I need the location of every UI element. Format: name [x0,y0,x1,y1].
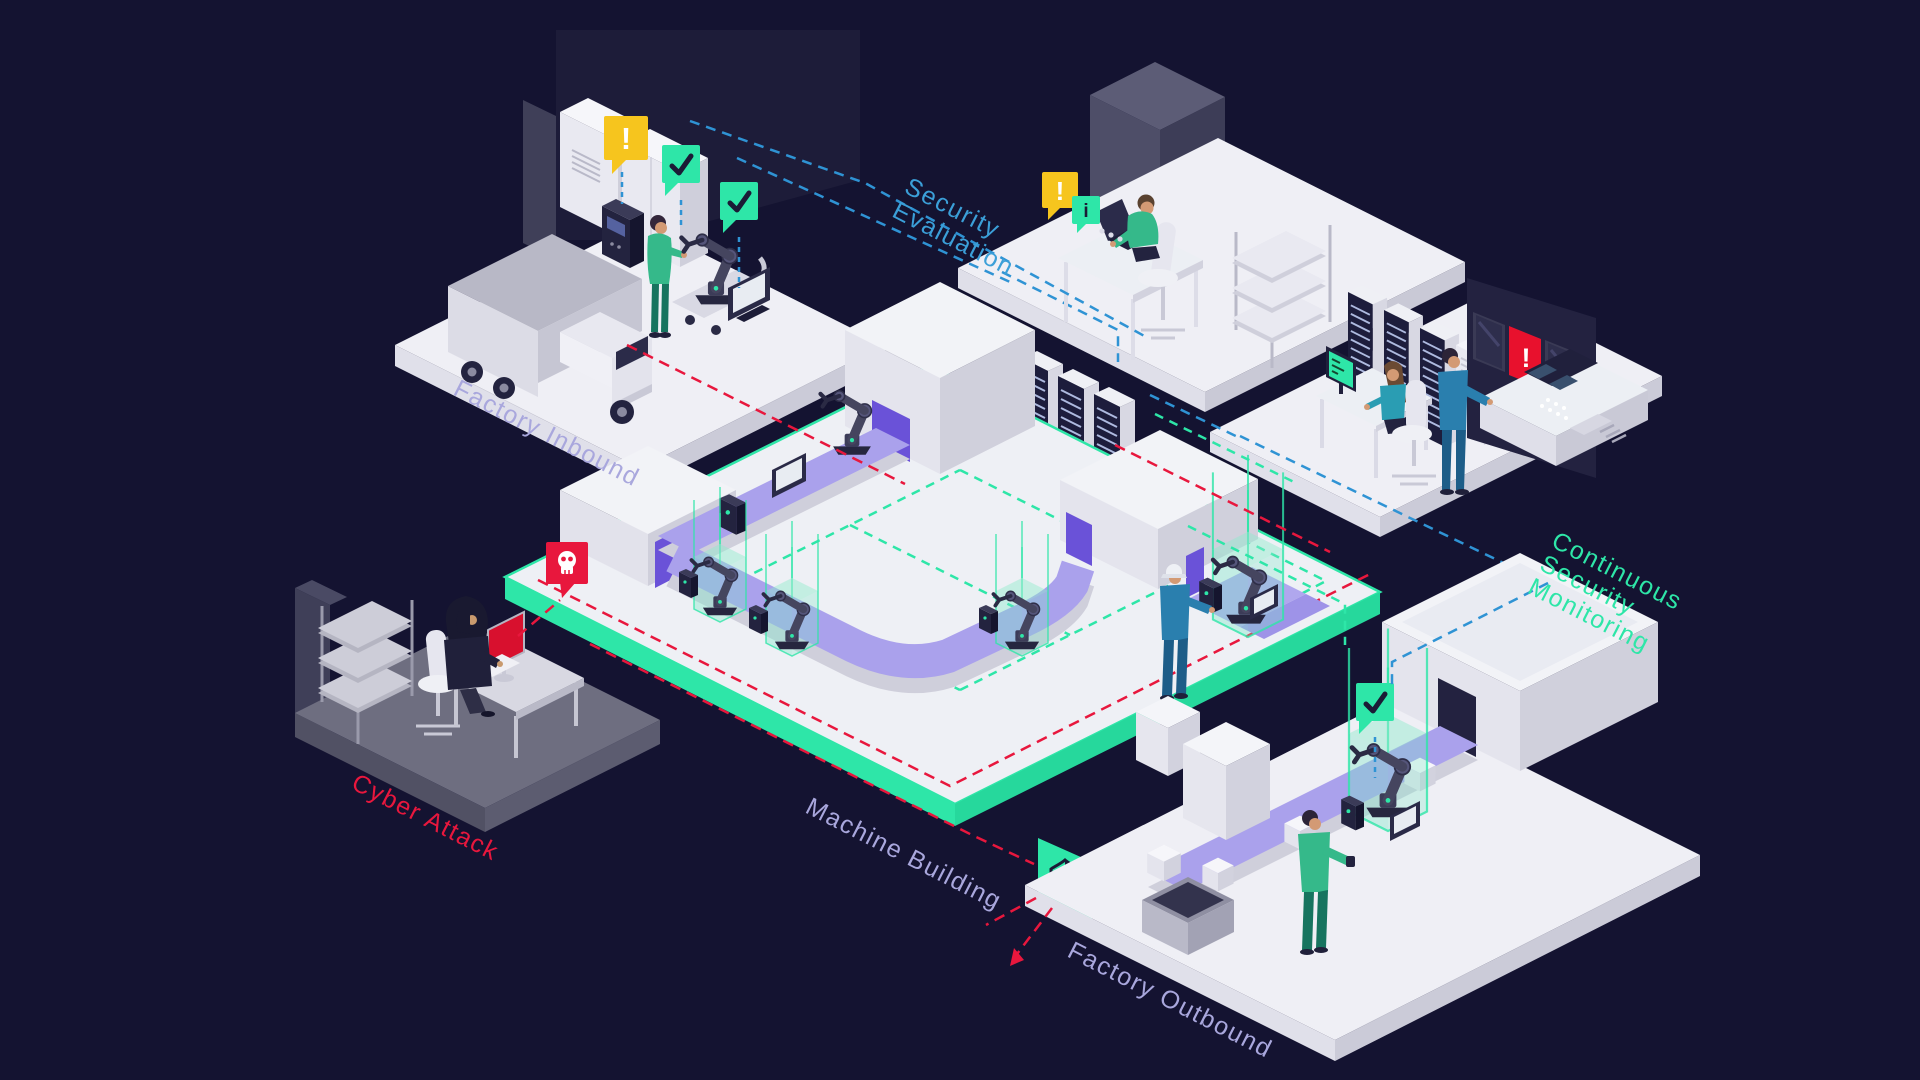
skull-badge-icon [546,542,588,598]
attack-line-monitor-to-skull [517,599,561,637]
connection-blue-inbound-to-evaluation [689,119,1149,340]
seated-operator [1364,361,1436,486]
scanner-kiosk [602,199,644,268]
wall-monitor [1473,312,1505,372]
delivery-truck [448,234,652,424]
desk-monitor-mint-screen [1326,346,1356,394]
connection-green-monitoring-feed [1154,412,1299,486]
outbound-robot-cell [1341,627,1429,841]
zone-security-evaluation: ! i [958,62,1465,412]
attack-line-junction [1114,443,1331,554]
doorway [1066,512,1092,566]
attack-line-deflect-short [985,896,1037,927]
attack-line-along-machine-edge [589,642,1035,866]
zone-continuous-security-monitoring: ! [1210,278,1662,585]
floor-monitor [728,267,770,322]
monitoring-floor-path [1239,434,1546,585]
machine-shop-building-left [560,446,736,588]
connection-blue-monitoring-to-outbound [1390,581,1549,686]
wall-column [523,100,556,259]
outbound-cabinets [1136,696,1270,882]
zone-factory-outbound [1025,553,1700,1061]
warning-badge-icon: ! [1042,172,1078,220]
inbound-worker [647,215,687,338]
evaluation-platform [958,138,1465,412]
zone-cyber-attack [295,580,660,832]
info-glyph: i [1083,201,1088,222]
evaluation-floor-path [1001,270,1120,362]
cyber-wall-top [295,580,347,605]
outbound-platform [1025,700,1700,1061]
zone-factory-inbound: ! [395,30,885,489]
warning-glyph: ! [1056,176,1065,206]
attack-perimeter-path [537,570,1375,788]
shelf-unit [1232,225,1332,368]
cyber-shelf-unit [318,600,414,744]
warning-badge-icon: ! [604,116,648,174]
machine-shop-building-right [1060,430,1258,598]
conveyor-tablet [772,453,806,498]
typing-dots [1099,228,1123,242]
connection-lines [517,119,1549,966]
attack-line-deflected-arrow [1013,907,1053,959]
assembly-workstation [1186,453,1330,639]
info-badge-icon: i [1072,196,1100,233]
arrowhead-icon [1010,948,1024,966]
evaluation-analyst [1110,194,1160,262]
alert-glyph: ! [1522,343,1531,373]
outbound-worker [1298,810,1355,955]
red-screen-monitor [487,610,525,682]
open-crate [1142,877,1234,955]
control-console [1480,349,1648,466]
hacker-figure [444,596,503,717]
warning-glyph: ! [621,121,631,156]
conveyor-u-curve [666,540,1095,694]
attack-line-upper-gap [626,343,906,486]
standing-analyst [1438,348,1493,495]
